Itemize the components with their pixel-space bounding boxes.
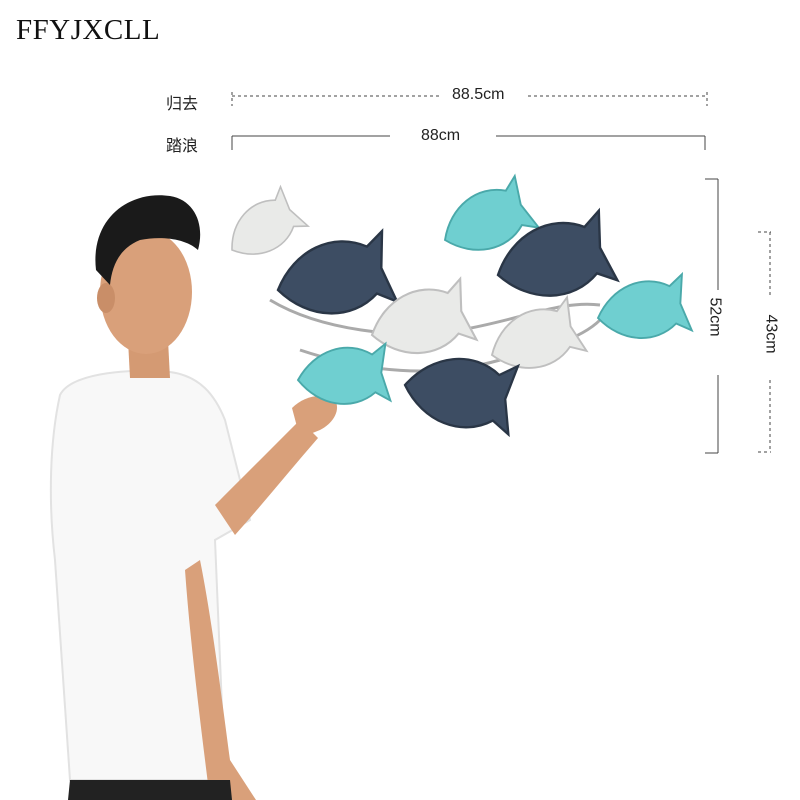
width-line-dashed [231, 92, 771, 453]
width-label-2: 88cm [421, 127, 461, 144]
fish-white-3 [481, 296, 588, 383]
fish-wall-art [217, 175, 693, 436]
fish-teal-2 [592, 273, 693, 348]
hair [95, 195, 201, 285]
brand-watermark: FFYJXCLL [16, 14, 161, 46]
fish-dark-3 [399, 349, 520, 436]
person [49, 195, 338, 800]
face [100, 230, 192, 354]
variant-name-2: 踏浪 [166, 138, 199, 155]
hand [292, 396, 338, 438]
width-line-solid [231, 135, 719, 454]
arm [215, 420, 318, 535]
width-label-1: 88.5cm [452, 86, 505, 103]
fish-white-1 [217, 185, 309, 271]
variant-name-1: 归去 [166, 96, 199, 113]
